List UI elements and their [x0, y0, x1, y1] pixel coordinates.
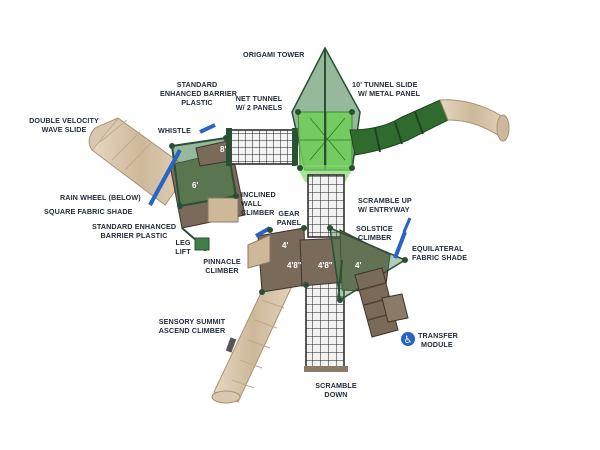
label-gear-panel-1: GEAR [278, 209, 300, 218]
label-pinnacle-1: PINNACLE [203, 257, 241, 266]
sensory-summit-climber [211, 277, 293, 404]
label-standard-enhanced-1: STANDARD [176, 80, 218, 89]
deck-height-4-left: 4' [282, 241, 288, 250]
label-std-enh-barrier-2: BARRIER PLASTIC [100, 231, 168, 240]
label-scramble-down-1: SCRAMBLE [315, 381, 357, 390]
label-double-velocity-1: DOUBLE VELOCITY [29, 116, 99, 125]
label-scramble-up-1: SCRAMBLE UP [358, 196, 412, 205]
label-net-tunnel-2: W/ 2 PANELS [235, 103, 283, 112]
label-gear-panel-2: PANEL [276, 218, 302, 227]
accessibility-icon: ♿ [401, 332, 415, 346]
label-net-tunnel-1: NET TUNNEL [235, 94, 283, 103]
label-tunnel-slide-1: 10' TUNNEL SLIDE [352, 80, 418, 89]
label-scramble-up-2: W/ ENTRYWAY [358, 205, 410, 214]
label-leg-lift-1: LEG [175, 238, 191, 247]
label-standard-enhanced-3: PLASTIC [181, 98, 213, 107]
svg-text:♿: ♿ [404, 335, 413, 346]
deck-height-4-right: 4' [355, 261, 361, 270]
label-leg-lift-2: LIFT [175, 247, 191, 256]
label-solstice-2: CLIMBER [358, 233, 392, 242]
label-whistle: WHISTLE [158, 126, 192, 135]
deck-height-8: 8' [220, 145, 226, 154]
label-equilateral-2: FABRIC SHADE [412, 253, 468, 262]
double-velocity-wave-slide [88, 117, 191, 206]
origami-tower [291, 46, 361, 182]
net-tunnel [226, 128, 298, 166]
label-sensory-1: SENSORY SUMMIT [158, 317, 226, 326]
label-equilateral-1: EQUILATERAL [412, 244, 464, 253]
label-std-enh-barrier-1: STANDARD ENHANCED [92, 222, 177, 231]
label-transfer-1: TRANSFER [418, 331, 458, 340]
label-transfer-2: MODULE [421, 340, 453, 349]
label-tunnel-slide-2: W/ METAL PANEL [358, 89, 421, 98]
tunnel-slide [349, 99, 510, 156]
deck-height-48-right: 4'8" [318, 261, 333, 270]
label-rain-wheel: RAIN WHEEL (BELOW) [60, 193, 141, 202]
scramble-net [304, 174, 348, 372]
deck-height-6: 6' [192, 181, 198, 190]
label-scramble-down-2: DOWN [324, 390, 348, 399]
label-pinnacle-2: CLIMBER [205, 266, 239, 275]
deck-height-48-left: 4'8" [287, 261, 302, 270]
label-standard-enhanced-2: ENHANCED BARRIER [160, 89, 238, 98]
label-inclined-3: CLIMBER [241, 208, 275, 217]
label-origami-tower: ORIGAMI TOWER [243, 50, 305, 59]
label-double-velocity-2: WAVE SLIDE [41, 125, 87, 134]
label-solstice-1: SOLSTICE [356, 224, 393, 233]
label-inclined-1: INCLINED [241, 190, 276, 199]
transfer-steps [354, 267, 409, 338]
label-sensory-2: ASCEND CLIMBER [158, 326, 226, 335]
label-square-fabric-shade: SQUARE FABRIC SHADE [44, 207, 133, 216]
label-inclined-2: WALL [241, 199, 262, 208]
